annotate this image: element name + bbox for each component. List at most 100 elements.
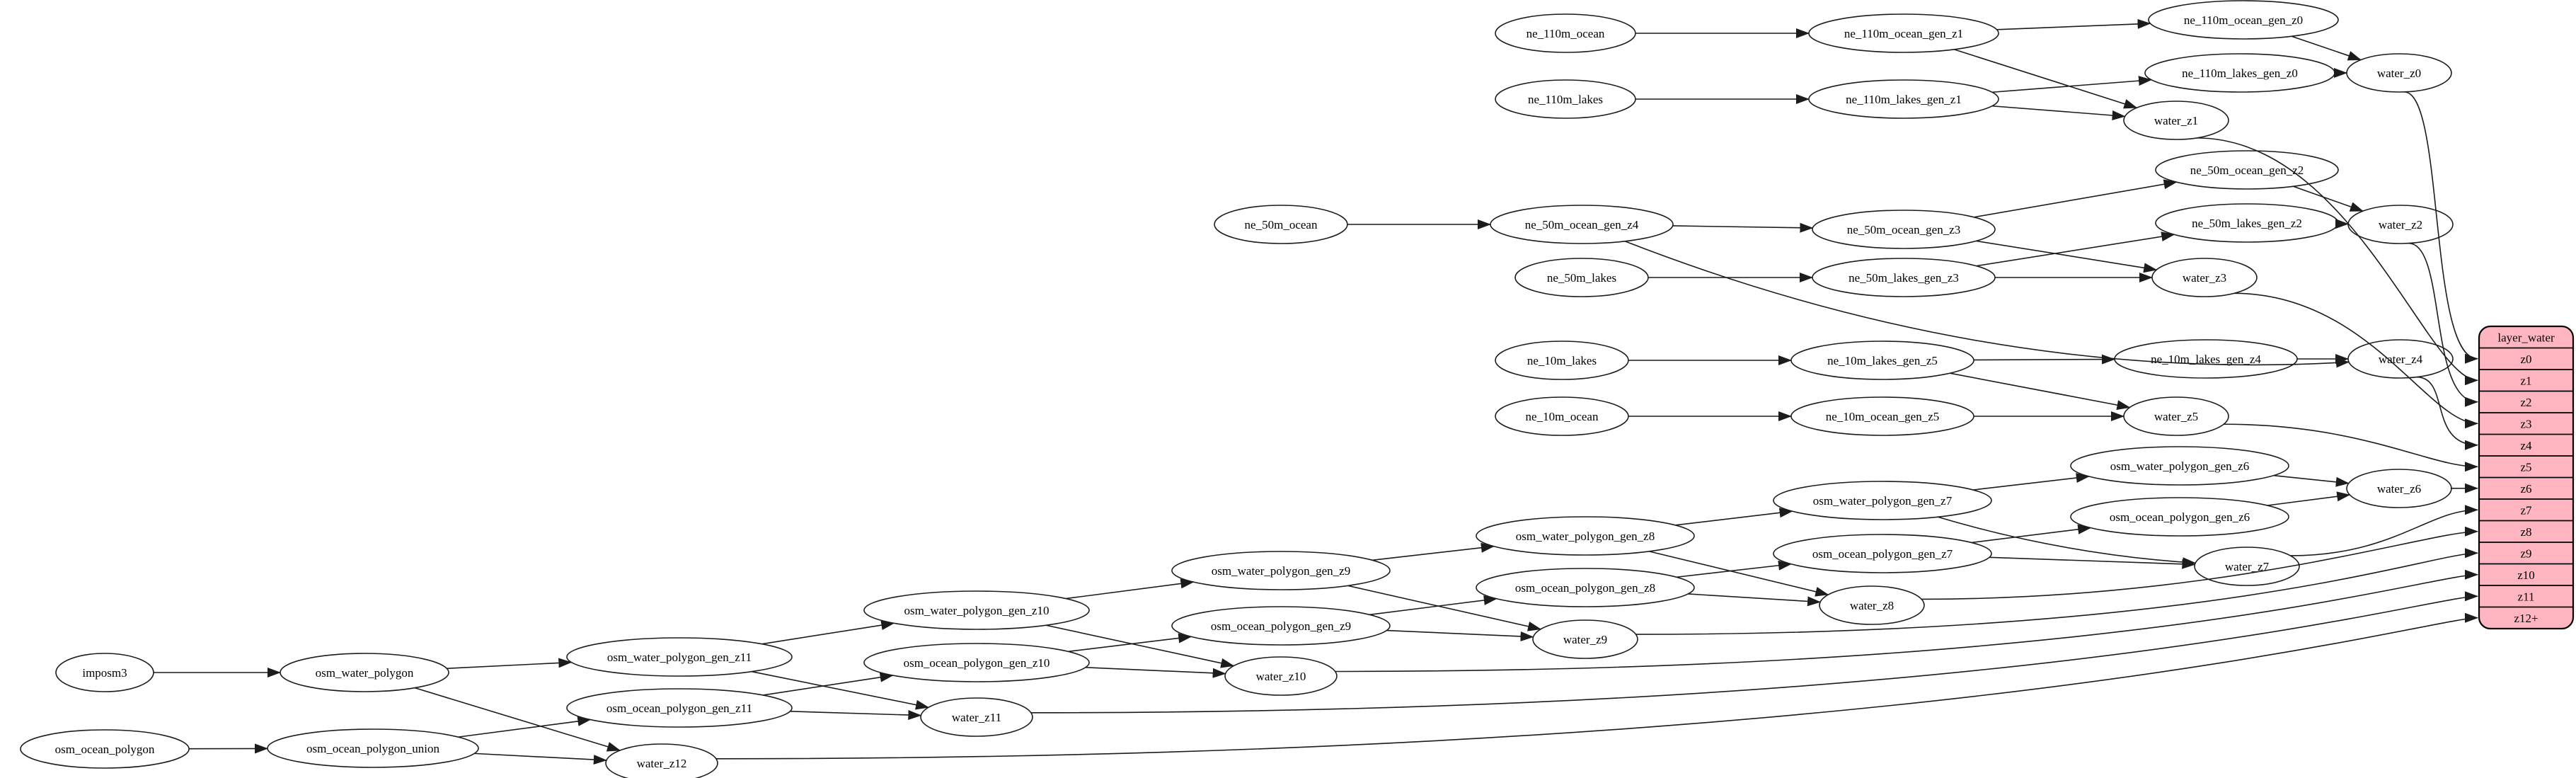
node-label-ne_10m_lakes_gen_z5: ne_10m_lakes_gen_z5 (1827, 354, 1938, 367)
edge-osm_ocean_polygon_gen_z10-to-water_z10 (1085, 666, 1226, 678)
edge-ne_50m_ocean_gen_z3-to-water_z3 (1976, 240, 2158, 273)
node-ne_50m_ocean_gen_z4: ne_50m_ocean_gen_z4 (1490, 205, 1674, 244)
node-label-osm_ocean_polygon: osm_ocean_polygon (55, 743, 155, 756)
node-water_z11: water_z11 (920, 697, 1033, 737)
node-ellipse-osm_ocean_polygon_gen_z6 (2070, 497, 2289, 537)
node-ne_110m_lakes_gen_z0: ne_110m_lakes_gen_z0 (2144, 53, 2335, 93)
node-label-water_z10: water_z10 (1256, 670, 1306, 683)
edge-ne_110m_ocean_gen_z1-to-ne_110m_ocean_gen_z0 (1996, 18, 2151, 30)
edge-water_z4-to-layer_water-z4 (2416, 376, 2478, 450)
edge-osm_ocean_polygon_gen_z8-to-osm_ocean_polygon_gen_z7 (1676, 560, 1792, 578)
node-ellipse-osm_water_polygon_gen_z11 (566, 637, 793, 677)
node-water_z1: water_z1 (2123, 101, 2229, 140)
edge-osm_ocean_polygon_gen_z11-to-osm_ocean_polygon_gen_z10 (763, 672, 894, 696)
node-ne_10m_lakes_gen_z4: ne_10m_lakes_gen_z4 (2114, 339, 2298, 379)
node-ne_110m_lakes: ne_110m_lakes (1495, 79, 1636, 119)
node-label-osm_water_polygon_gen_z11: osm_water_polygon_gen_z11 (607, 651, 752, 664)
node-osm_water_polygon_gen_z7: osm_water_polygon_gen_z7 (1773, 481, 1992, 520)
record-row-label-z12+: z12+ (2514, 612, 2538, 625)
edge-osm_water_polygon_gen_z9-to-water_z9 (1347, 585, 1542, 631)
node-label-ne_50m_lakes_gen_z3: ne_50m_lakes_gen_z3 (1848, 271, 1959, 285)
node-ellipse-osm_ocean_polygon_gen_z9 (1171, 606, 1391, 646)
node-label-osm_ocean_polygon_gen_z6: osm_ocean_polygon_gen_z6 (2110, 510, 2250, 524)
edge-osm_ocean_polygon_union-to-water_z12 (474, 753, 607, 765)
record-row-label-z7: z7 (2520, 503, 2532, 517)
edge-osm_ocean_polygon_gen_z7-to-water_z7 (1989, 556, 2196, 569)
node-label-ne_10m_lakes: ne_10m_lakes (1527, 354, 1597, 367)
node-label-ne_50m_ocean_gen_z4: ne_50m_ocean_gen_z4 (1525, 218, 1639, 231)
node-label-osm_ocean_polygon_gen_z7: osm_ocean_polygon_gen_z7 (1812, 547, 1953, 561)
node-label-water_z2: water_z2 (2379, 218, 2422, 231)
node-label-ne_110m_ocean_gen_z1: ne_110m_ocean_gen_z1 (1844, 27, 1963, 40)
edge-water_z8-to-layer_water-z8 (1921, 526, 2478, 600)
node-label-ne_110m_lakes_gen_z0: ne_110m_lakes_gen_z0 (2182, 67, 2298, 80)
node-water_z2: water_z2 (2347, 205, 2454, 244)
edge-ne_50m_ocean_gen_z2-to-water_z2 (2293, 185, 2364, 212)
node-label-osm_water_polygon_gen_z9: osm_water_polygon_gen_z9 (1212, 564, 1350, 578)
edge-osm_ocean_polygon_union-to-osm_ocean_polygon_gen_z11 (458, 716, 592, 738)
node-label-water_z8: water_z8 (1850, 599, 1894, 612)
record-row-label-z11: z11 (2518, 590, 2535, 603)
edge-osm_water_polygon_gen_z7-to-water_z7 (1938, 516, 2197, 568)
edge-osm_water_polygon-to-water_z12 (414, 687, 621, 752)
node-ellipse-osm_water_polygon_gen_z6 (2070, 446, 2289, 486)
node-label-water_z7: water_z7 (2225, 560, 2270, 573)
node-label-water_z12: water_z12 (637, 757, 687, 770)
node-osm_ocean_polygon_gen_z8: osm_ocean_polygon_gen_z8 (1476, 568, 1695, 607)
edge-water_z5-to-layer_water-z5 (2224, 423, 2478, 472)
node-label-ne_10m_ocean_gen_z5: ne_10m_ocean_gen_z5 (1826, 410, 1940, 423)
node-osm_ocean_polygon_gen_z7: osm_ocean_polygon_gen_z7 (1773, 534, 1992, 573)
node-label-osm_ocean_polygon_gen_z11: osm_ocean_polygon_gen_z11 (606, 702, 752, 715)
node-label-water_z5: water_z5 (2154, 410, 2198, 423)
edge-ne_10m_lakes_gen_z5-to-water_z5 (1950, 372, 2131, 411)
record-row-label-z4: z4 (2520, 439, 2532, 452)
edge-osm_ocean_polygon_gen_z10-to-osm_ocean_polygon_gen_z9 (1068, 633, 1192, 653)
record-row-label-z1: z1 (2520, 374, 2531, 387)
node-ne_50m_lakes: ne_50m_lakes (1514, 258, 1649, 297)
edge-osm_ocean_polygon_gen_z11-to-water_z11 (790, 710, 922, 721)
node-ellipse-water_z1 (2123, 101, 2229, 140)
node-osm_water_polygon: osm_water_polygon (280, 653, 449, 692)
node-label-ne_110m_lakes: ne_110m_lakes (1528, 93, 1603, 106)
node-label-water_z4: water_z4 (2379, 353, 2423, 366)
node-osm_ocean_polygon_gen_z6: osm_ocean_polygon_gen_z6 (2070, 497, 2289, 537)
record-row-label-z5: z5 (2520, 460, 2531, 474)
edges-layer (154, 18, 2478, 765)
edge-water_z3-to-layer_water-z3 (2233, 292, 2478, 429)
node-ne_50m_ocean_gen_z3: ne_50m_ocean_gen_z3 (1812, 210, 1996, 249)
node-label-osm_water_polygon_gen_z10: osm_water_polygon_gen_z10 (904, 604, 1050, 617)
edge-osm_ocean_polygon_gen_z9-to-osm_ocean_polygon_gen_z8 (1369, 595, 1497, 616)
node-ellipse-osm_water_polygon_gen_z7 (1773, 481, 1992, 520)
node-label-osm_ocean_polygon_union: osm_ocean_polygon_union (306, 742, 439, 755)
edge-water_z12-to-layer_water-z12+ (715, 612, 2478, 760)
edge-osm_water_polygon_gen_z11-to-water_z11 (752, 670, 930, 710)
node-water_z3: water_z3 (2151, 258, 2258, 297)
node-label-osm_ocean_polygon_gen_z10: osm_ocean_polygon_gen_z10 (904, 656, 1050, 670)
node-label-osm_ocean_polygon_gen_z8: osm_ocean_polygon_gen_z8 (1515, 581, 1655, 595)
node-ellipse-osm_ocean_polygon_gen_z10 (863, 643, 1090, 682)
edge-water_z10-to-layer_water-z10 (1335, 569, 2478, 673)
node-ne_110m_ocean_gen_z1: ne_110m_ocean_gen_z1 (1808, 13, 1999, 53)
record-row-label-z2: z2 (2520, 396, 2531, 409)
node-ellipse-ne_50m_ocean_gen_z2 (2155, 150, 2339, 190)
node-water_z7: water_z7 (2194, 547, 2300, 586)
node-water_z12: water_z12 (605, 743, 718, 778)
layer-water-record-title: layer_water (2497, 331, 2555, 344)
edge-ne_110m_ocean_gen_z0-to-water_z0 (2291, 35, 2362, 61)
node-ne_10m_lakes_gen_z5: ne_10m_lakes_gen_z5 (1790, 341, 1974, 380)
edge-osm_water_polygon_gen_z6-to-water_z6 (2273, 474, 2350, 487)
node-label-ne_50m_lakes: ne_50m_lakes (1547, 271, 1616, 285)
edge-ne_110m_ocean_gen_z1-to-water_z1 (1954, 49, 2138, 109)
node-label-ne_50m_ocean_gen_z2: ne_50m_ocean_gen_z2 (2190, 164, 2304, 177)
record-row-label-z3: z3 (2520, 417, 2531, 430)
node-osm_water_polygon_gen_z11: osm_water_polygon_gen_z11 (566, 637, 793, 677)
node-label-ne_110m_ocean_gen_z0: ne_110m_ocean_gen_z0 (2184, 13, 2303, 27)
node-label-imposm3: imposm3 (82, 666, 127, 680)
node-ne_50m_lakes_gen_z3: ne_50m_lakes_gen_z3 (1812, 258, 1996, 297)
node-ne_10m_ocean_gen_z5: ne_10m_ocean_gen_z5 (1790, 396, 1974, 436)
node-ellipse-osm_water_polygon_gen_z8 (1476, 516, 1695, 556)
node-label-osm_water_polygon_gen_z6: osm_water_polygon_gen_z6 (2110, 459, 2249, 473)
node-label-ne_10m_ocean: ne_10m_ocean (1526, 410, 1599, 423)
